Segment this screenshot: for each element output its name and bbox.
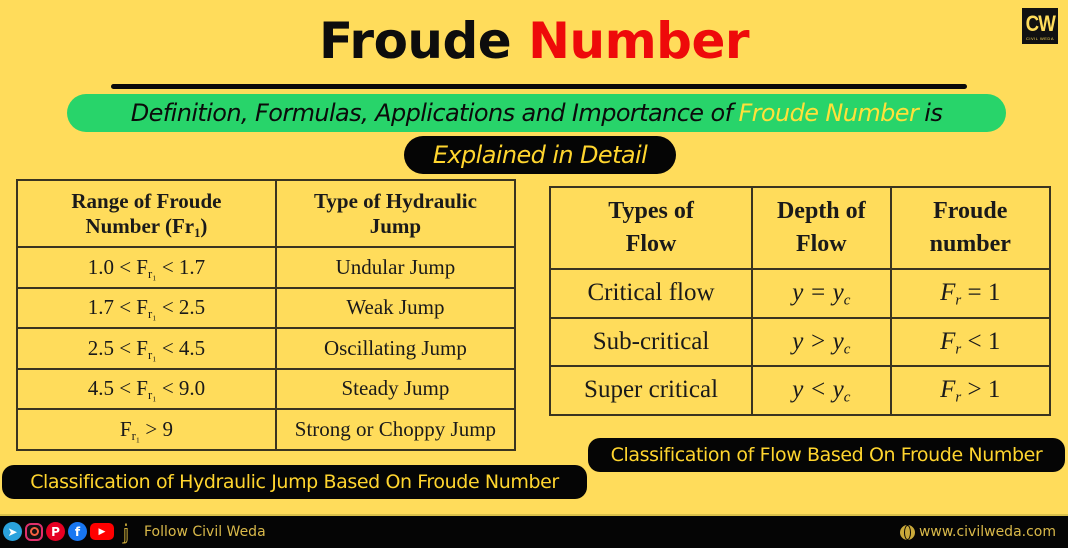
subtitle-suffix: is — [924, 99, 943, 127]
youtube-icon[interactable]: ▶ — [90, 523, 114, 540]
froude-range-cell: Fr₁ > 9 — [16, 408, 277, 451]
table-row: 2.5 < Fr₁ < 4.5 Oscillating Jump — [16, 327, 517, 370]
jump-table-caption: Classification of Hydraulic Jump Based O… — [2, 465, 587, 499]
froude-condition-cell: Fr = 1 — [889, 268, 1052, 319]
table-row: Sub-critical y > yc Fr < 1 — [548, 316, 1052, 367]
table-row: 4.5 < Fr₁ < 9.0 Steady Jump — [16, 367, 517, 410]
flow-type-cell: Critical flow — [548, 268, 754, 319]
logo-text: CW — [1025, 10, 1055, 36]
logo-subtext: CIVIL WEDA — [1026, 35, 1054, 41]
table-row: 1.7 < Fr₁ < 2.5 Weak Jump — [16, 286, 517, 329]
x-icon[interactable]: 𝕛 — [122, 519, 130, 544]
froude-range-cell: 1.0 < Fr₁ < 1.7 — [16, 246, 277, 289]
website-link[interactable]: www.civilweda.com — [899, 524, 1056, 540]
flow-table-caption: Classification of Flow Based On Froude N… — [588, 438, 1065, 472]
telegram-icon[interactable]: ➤ — [3, 522, 22, 541]
footer-bar: ➤ P f ▶ 𝕛 Follow Civil Weda www.civilwed… — [0, 514, 1068, 548]
hydraulic-jump-table: Range of Froude Number (Fr1) Type of Hyd… — [16, 179, 517, 451]
subtitle-banner: Definition, Formulas, Applications and I… — [67, 94, 1006, 132]
header-froude-range: Range of Froude Number (Fr1) — [16, 179, 277, 248]
flow-depth-cell: y > yc — [751, 316, 892, 367]
table-row: Fr₁ > 9 Strong or Choppy Jump — [16, 408, 517, 451]
table-row: Super critical y < yc Fr > 1 — [548, 365, 1052, 416]
table-header-row: Range of Froude Number (Fr1) Type of Hyd… — [16, 179, 517, 248]
title-number: Number — [528, 12, 750, 70]
header-jump-type: Type of Hydraulic Jump — [274, 179, 517, 248]
flow-depth-cell: y < yc — [751, 365, 892, 416]
title-froude: Froude — [318, 12, 512, 70]
froude-condition-cell: Fr < 1 — [889, 316, 1052, 367]
jump-type-cell: Oscillating Jump — [274, 327, 517, 370]
froude-range-cell: 2.5 < Fr₁ < 4.5 — [16, 327, 277, 370]
jump-type-cell: Undular Jump — [274, 246, 517, 289]
subtitle-highlight: Froude Number — [738, 99, 919, 127]
jump-type-cell: Strong or Choppy Jump — [274, 408, 517, 451]
table-row: 1.0 < Fr₁ < 1.7 Undular Jump — [16, 246, 517, 289]
flow-type-cell: Sub-critical — [548, 316, 754, 367]
subtitle-text: Definition, Formulas, Applications and I… — [130, 99, 733, 127]
page-title: Froude Number — [0, 6, 1068, 76]
title-divider — [111, 84, 967, 89]
globe-icon — [899, 524, 915, 540]
flow-type-cell: Super critical — [548, 365, 754, 416]
jump-type-cell: Steady Jump — [274, 367, 517, 410]
table-row: Critical flow y = yc Fr = 1 — [548, 268, 1052, 319]
jump-type-cell: Weak Jump — [274, 286, 517, 329]
website-url: www.civilweda.com — [918, 524, 1056, 540]
pinterest-icon[interactable]: P — [46, 522, 65, 541]
civil-weda-logo: CW CIVIL WEDA — [1022, 8, 1058, 44]
instagram-icon[interactable] — [25, 522, 43, 541]
froude-condition-cell: Fr > 1 — [889, 365, 1052, 416]
froude-range-cell: 4.5 < Fr₁ < 9.0 — [16, 367, 277, 410]
follow-text: Follow Civil Weda — [144, 523, 266, 540]
facebook-icon[interactable]: f — [68, 522, 87, 541]
froude-range-cell: 1.7 < Fr₁ < 2.5 — [16, 286, 277, 329]
flow-depth-cell: y = yc — [751, 268, 892, 319]
subtitle-banner-line2: Explained in Detail — [404, 136, 676, 174]
social-links: ➤ P f ▶ 𝕛 Follow Civil Weda — [3, 519, 266, 544]
